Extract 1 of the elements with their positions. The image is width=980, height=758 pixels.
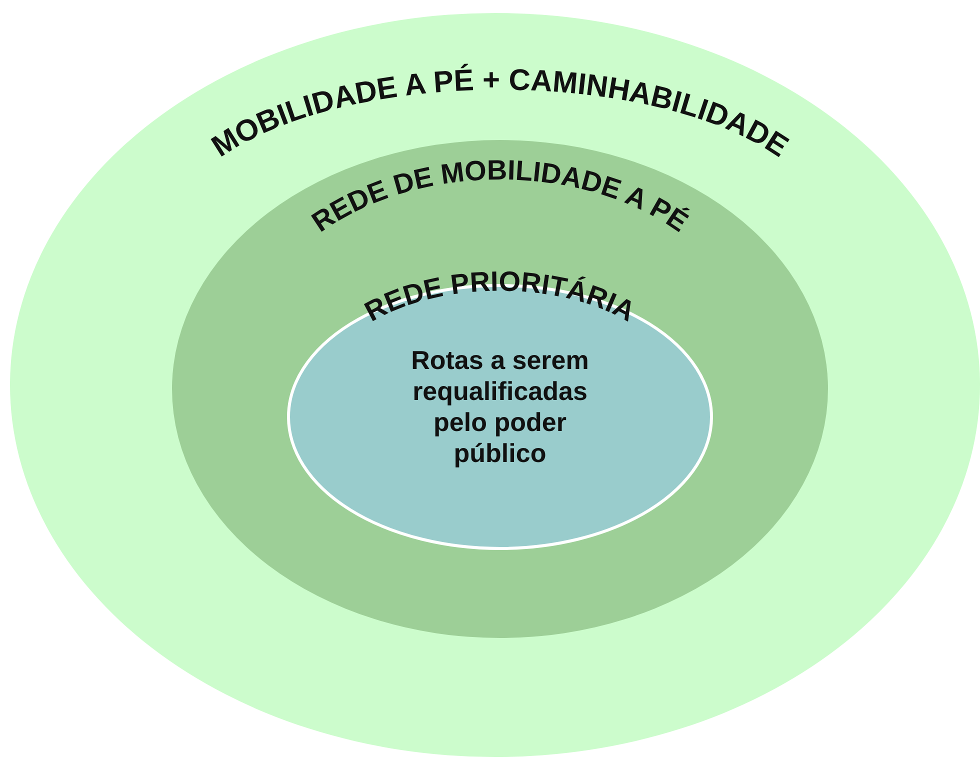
description-text: Rotas a serem requalificadas pelo poder público xyxy=(410,345,590,469)
